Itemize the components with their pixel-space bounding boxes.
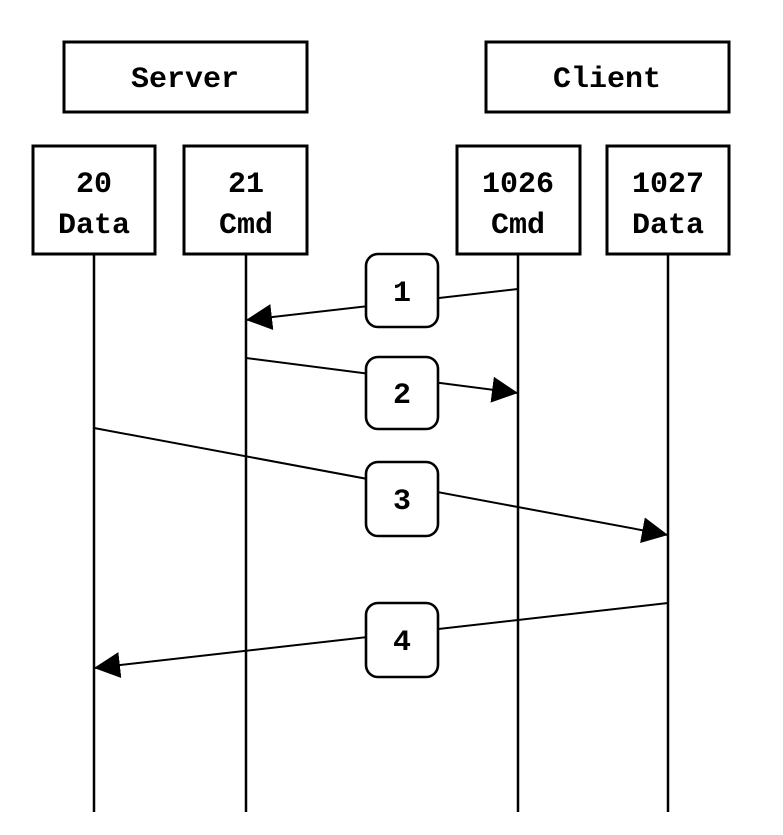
port-box-20 — [31, 144, 157, 256]
message-label-2: 2 — [393, 379, 411, 413]
port-role-21: Cmd — [219, 209, 273, 243]
port-role-20: Data — [58, 209, 130, 243]
port-box-1026 — [455, 144, 582, 256]
message-box-4 — [364, 601, 440, 679]
message-label-3: 3 — [393, 485, 411, 519]
port-number-1026: 1026 — [482, 168, 554, 202]
client-actor-label: Client — [553, 63, 661, 97]
port-number-20: 20 — [76, 168, 112, 202]
server-actor-label: Server — [131, 63, 239, 97]
port-number-1027: 1027 — [632, 168, 704, 202]
port-box-21 — [182, 144, 309, 256]
port-role-1026: Cmd — [491, 209, 545, 243]
server-actor-box — [62, 40, 309, 114]
message-box-3 — [364, 460, 440, 538]
message-box-2 — [364, 355, 440, 431]
message-label-4: 4 — [393, 626, 411, 660]
client-actor-box — [484, 40, 731, 114]
port-box-1027 — [605, 144, 731, 256]
message-box-1 — [364, 252, 440, 329]
message-label-1: 1 — [393, 277, 411, 311]
port-number-21: 21 — [228, 168, 264, 202]
port-role-1027: Data — [632, 209, 704, 243]
